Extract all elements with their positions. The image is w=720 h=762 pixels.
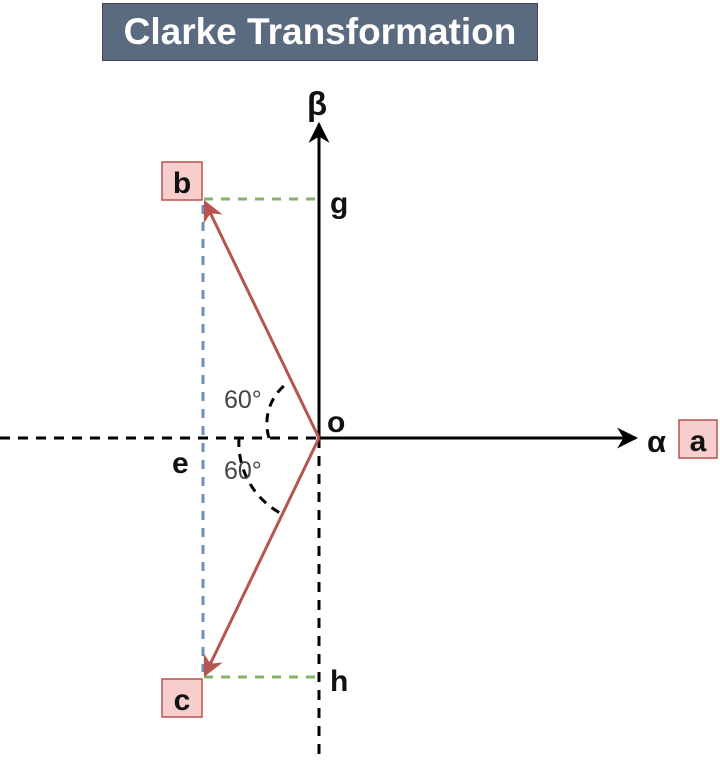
phase-b-label: b (173, 167, 191, 200)
lower-angle-label: 60° (224, 457, 262, 485)
upper-angle-arc (265, 380, 290, 439)
phase-c-label: c (174, 684, 191, 717)
vector-oc (203, 437, 321, 677)
origin-label: o (327, 406, 345, 439)
phase-b-box: b (161, 161, 203, 201)
phase-a-label: a (690, 425, 707, 458)
lower-angle-arc (237, 437, 283, 516)
diagram-title: Clarke Transformation (123, 11, 517, 52)
title-banner: Clarke Transformation (102, 3, 538, 61)
point-h-label: h (330, 665, 348, 698)
point-e-label: e (172, 447, 189, 480)
vector-ob (203, 200, 321, 439)
alpha-label: α (647, 424, 666, 459)
beta-label: β (307, 85, 327, 122)
phase-c-box: c (161, 678, 203, 718)
point-g-label: g (330, 187, 348, 220)
phase-a-box: a (678, 419, 718, 459)
upper-angle-label: 60° (224, 386, 262, 414)
